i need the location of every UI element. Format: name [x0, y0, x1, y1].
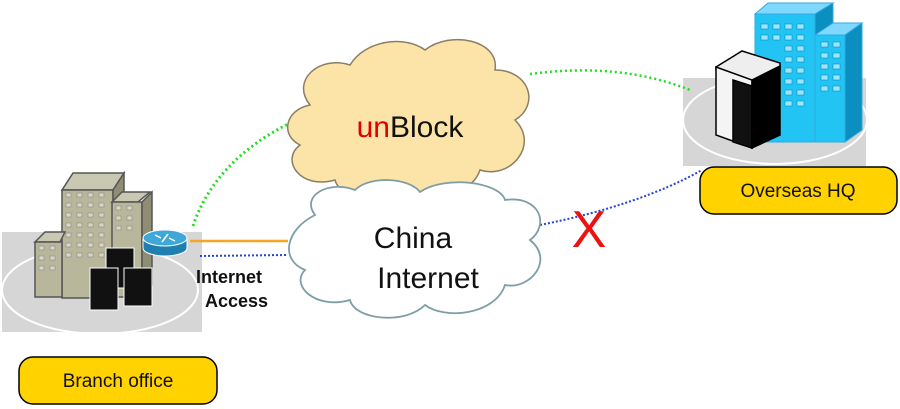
blue-link-china-hq — [539, 169, 703, 226]
green-link-unblock-hq — [529, 69, 691, 92]
blue-link-branch-china — [199, 254, 289, 257]
internet-access-label-line2: Access — [205, 291, 268, 311]
branch-server-icon — [89, 247, 153, 311]
hq-server-icon — [715, 50, 781, 150]
green-link-branch-unblock — [191, 120, 293, 227]
overseas-hq-label-box: Overseas HQ — [699, 166, 898, 215]
china-label: China — [374, 222, 453, 255]
router-icon — [142, 229, 188, 257]
unblock-label: unBlock — [357, 111, 465, 144]
china-internet-cloud: China Internet — [288, 179, 542, 319]
internet-access-label-line1: Internet — [196, 267, 262, 287]
branch-office-label: Branch office — [63, 371, 174, 392]
overseas-hq-label: Overseas HQ — [740, 181, 855, 202]
unblock-cloud: unBlock — [286, 38, 530, 199]
blocked-x-marker: X — [572, 201, 607, 259]
internet-label: Internet — [377, 262, 479, 295]
overseas-hq-site — [682, 2, 868, 166]
branch-office-label-box: Branch office — [18, 356, 218, 405]
